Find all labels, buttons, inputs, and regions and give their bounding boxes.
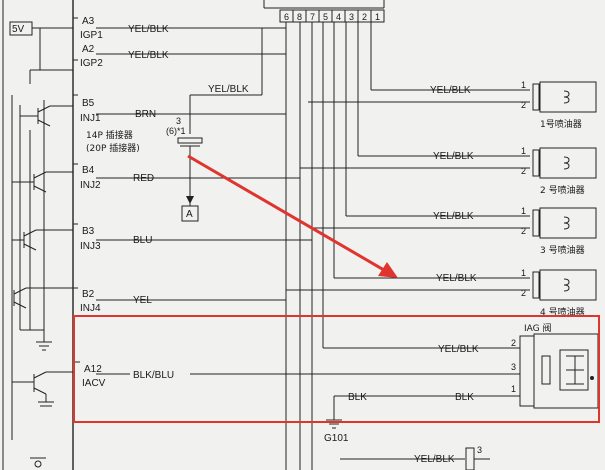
injector-2-icon [539, 147, 597, 179]
iag-pin2: 2 [511, 338, 516, 348]
pin-b2-name: INJ4 [80, 303, 101, 314]
wire-color-igp1: YEL/BLK [128, 24, 169, 35]
supply-label: 5V [12, 24, 25, 35]
branch-pin-alt: (6)*1 [166, 126, 186, 136]
inj3-supply-wire: YEL/BLK [433, 211, 474, 222]
injector-3-label: 3 号喷油器 [540, 244, 585, 256]
connector-14p-label: 14P 插接器 [86, 129, 133, 141]
inj3-pin2: 2 [521, 226, 526, 236]
pin-b4: B4 [82, 165, 95, 176]
wire-color-inj4: YEL [133, 295, 152, 306]
conn-pin-6: 6 [284, 12, 289, 22]
iag-valve-label: IAG 阀 [524, 323, 552, 334]
wire-color-branch: YEL/BLK [208, 84, 249, 95]
pin-a2: A2 [82, 44, 95, 55]
ref-a-box [181, 205, 199, 222]
conn-pin-1: 1 [375, 12, 380, 22]
pin-b3: B3 [82, 226, 95, 237]
injector-4-icon [539, 269, 597, 301]
pin-b3-name: INJ3 [80, 241, 101, 252]
inj2-pin1: 1 [521, 146, 526, 156]
arrow-head-icon [378, 262, 398, 278]
top-connector [263, 0, 385, 23]
wire-color-inj2: RED [133, 173, 154, 184]
driver-transistors [11, 95, 73, 468]
injector-1-icon [539, 81, 597, 113]
arrow-down-icon [186, 196, 194, 204]
conn-pin-7: 7 [310, 12, 315, 22]
wire-color-igp2: YEL/BLK [128, 50, 169, 61]
branch-pin: 3 [176, 116, 181, 126]
inj2-supply-wire: YEL/BLK [433, 151, 474, 162]
iag-pin2-wire: YEL/BLK [438, 344, 479, 355]
pin-a12-name: IACV [82, 378, 106, 389]
iag-pin3: 3 [511, 362, 516, 372]
ground-wire-right: BLK [455, 392, 474, 403]
wire-color-inj3: BLU [133, 235, 152, 246]
injector-2-label: 2 号喷油器 [540, 184, 585, 196]
injector-1-label: 1号喷油器 [540, 118, 582, 130]
inj4-pin2: 2 [521, 288, 526, 298]
highlight-box [73, 315, 600, 423]
wire-color-iacv: BLK/BLU [133, 370, 174, 381]
pin-b5: B5 [82, 98, 95, 109]
conn-pin-5: 5 [323, 12, 328, 22]
iag-pin1: 1 [511, 384, 516, 394]
pin-b2: B2 [82, 289, 95, 300]
inj4-supply-wire: YEL/BLK [436, 273, 477, 284]
inj3-pin1: 1 [521, 206, 526, 216]
inj1-pin1: 1 [521, 80, 526, 90]
conn-pin-3: 3 [349, 12, 354, 22]
ground-label: G101 [324, 433, 349, 444]
inj2-pin2: 2 [521, 166, 526, 176]
injector-3-icon [539, 207, 597, 239]
ground-wire-left: BLK [348, 392, 367, 403]
bottom-wire-color: YEL/BLK [414, 454, 455, 465]
pin-a3-name: IGP1 [80, 30, 103, 41]
connector-symbol [177, 137, 203, 144]
connector-20p-label: (20P 插接器) [86, 142, 140, 154]
pin-a12: A12 [84, 364, 102, 375]
harness-wires [285, 22, 372, 470]
conn-pin-8: 8 [297, 12, 302, 22]
pin-b4-name: INJ2 [80, 180, 101, 191]
conn-pin-2: 2 [362, 12, 367, 22]
inj1-pin2: 2 [521, 100, 526, 110]
inj4-pin1: 1 [521, 268, 526, 278]
conn-pin-4: 4 [336, 12, 341, 22]
ref-a-label: A [186, 209, 193, 220]
inj1-supply-wire: YEL/BLK [430, 85, 471, 96]
pin-a2-name: IGP2 [80, 58, 103, 69]
wire-color-inj1: BRN [135, 109, 156, 120]
annotation-arrow [187, 154, 385, 272]
pin-a3: A3 [82, 16, 95, 27]
pin-b5-name: INJ1 [80, 113, 101, 124]
bottom-pin: 3 [477, 445, 482, 455]
